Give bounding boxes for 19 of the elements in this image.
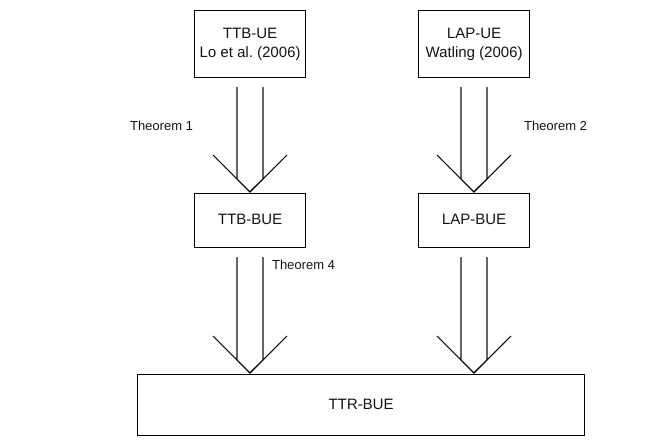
box-title: TTB-BUE (218, 211, 282, 230)
double-arrow (436, 256, 512, 374)
double-arrow (212, 86, 288, 193)
box-subtitle: Lo et al. (2006) (200, 44, 300, 63)
process-box (194, 10, 306, 78)
box-title: LAP-BUE (442, 211, 506, 230)
process-box (137, 374, 585, 436)
double-arrow (212, 256, 288, 374)
box-title: TTR-BUE (328, 396, 394, 414)
double-arrow (436, 86, 512, 193)
box-title: LAP-UE (446, 25, 502, 44)
edge-label: Theorem 1 (130, 118, 193, 133)
process-box (418, 10, 530, 78)
box-title: TTB-UE (222, 25, 278, 44)
process-box (418, 193, 530, 248)
edge-label: Theorem 2 (524, 118, 587, 133)
edge-label: Theorem 4 (272, 257, 335, 272)
box-subtitle: Watling (2006) (426, 44, 522, 63)
process-box (194, 193, 306, 248)
